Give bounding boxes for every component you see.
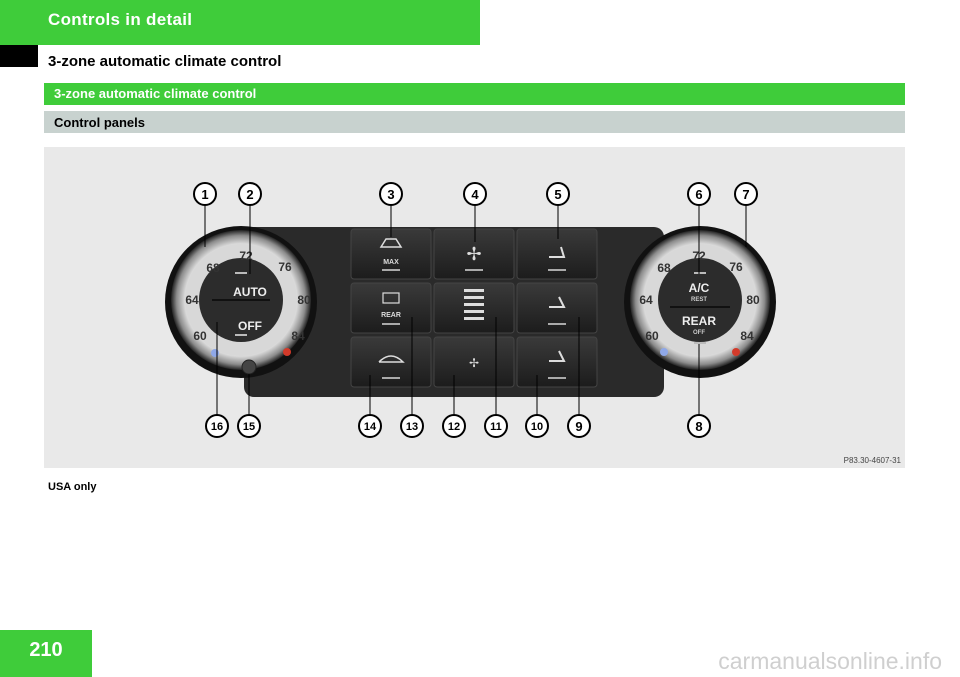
ac-rest-label: REST [691,297,707,303]
rear-button-label: REAR [682,314,716,328]
max-label: MAX [383,259,399,266]
footwell-vent-icon [549,350,566,362]
left-temperature-knob: 60 64 68 72 76 80 84 AUTO OFF [165,226,317,378]
chapter-title: Controls in detail [48,10,193,29]
section-marker [0,45,38,67]
callout-12: 12 [448,421,460,433]
right-knob-temp-80: 80 [746,293,760,307]
page-number-box: 210 [0,630,92,677]
right-knob-temp-68: 68 [657,261,671,275]
right-temperature-knob: 60 64 68 72 76 80 84 A/C REST REAR OFF [624,226,776,378]
figure-reference-code: P83.30-4607-31 [843,456,901,465]
left-knob-temp-80: 80 [297,293,311,307]
defrost-icon [379,238,403,248]
callout-15: 15 [243,421,255,433]
ac-button-label: A/C [689,281,710,295]
callout-11: 11 [490,421,502,433]
subsection-band: Control panels [44,111,905,133]
button-grid: MAX ✢ REAR ✢ [350,228,598,388]
subsection-band-label: Control panels [54,115,146,130]
callout-7: 7 [742,187,749,202]
fan-icon: ✢ [466,244,481,264]
left-knob-temp-76: 76 [278,260,292,274]
control-panel-figure: 60 64 68 72 76 80 84 AUTO OFF 60 64 68 7… [44,147,905,468]
callout-4: 4 [471,187,479,202]
callout-5: 5 [554,187,561,202]
right-knob-temp-84: 84 [740,329,754,343]
callout-lines [204,205,747,415]
chapter-header-bar [0,0,480,45]
section-band: 3-zone automatic climate control [44,83,905,105]
callout-16: 16 [211,421,223,433]
callout-13: 13 [406,421,418,433]
left-knob-temp-64: 64 [185,293,199,307]
callout-3: 3 [387,187,394,202]
section-band-label: 3-zone automatic climate control [54,86,257,101]
control-panel-illustration: 60 64 68 72 76 80 84 AUTO OFF 60 64 68 7… [165,182,776,438]
right-knob-temp-64: 64 [639,293,653,307]
rear-window-icon [382,292,400,304]
rear-label: REAR [381,312,401,319]
rear-off-label: OFF [693,330,705,336]
watermark: carmanualsonline.info [718,648,942,674]
callout-9: 9 [575,419,582,434]
windshield-vent-icon [549,246,566,258]
small-fan-icon: ✢ [469,356,479,370]
rear-defroster-button [350,282,432,334]
windshield-airflow-button [516,228,598,280]
section-title: 3-zone automatic climate control [48,53,282,70]
left-knob-temp-84: 84 [291,329,305,343]
center-vent-icon [549,296,566,308]
callout-1: 1 [201,187,208,202]
off-button-label: OFF [238,319,262,333]
auto-button-label: AUTO [233,285,267,299]
callout-markers: 1 2 3 4 5 6 7 8 9 10 11 12 13 1 [193,182,758,438]
right-knob-temp-76: 76 [729,260,743,274]
callout-10: 10 [531,421,543,433]
fan-lower-button [433,336,515,388]
fan-level-bars-icon [464,289,484,320]
left-knob-temp-72: 72 [239,249,253,263]
airflow-distribution-button [433,228,515,280]
callout-6: 6 [695,187,702,202]
page-number: 210 [29,639,63,661]
left-knob-temp-68: 68 [206,261,220,275]
figure-caption: USA only [48,481,97,493]
right-knob-temp-60: 60 [645,329,659,343]
fan-speed-display [433,282,515,334]
callout-14: 14 [364,421,377,433]
callout-8: 8 [695,419,702,434]
recirculation-icon [378,355,405,363]
left-knob-temp-60: 60 [193,329,207,343]
callout-2: 2 [246,187,253,202]
